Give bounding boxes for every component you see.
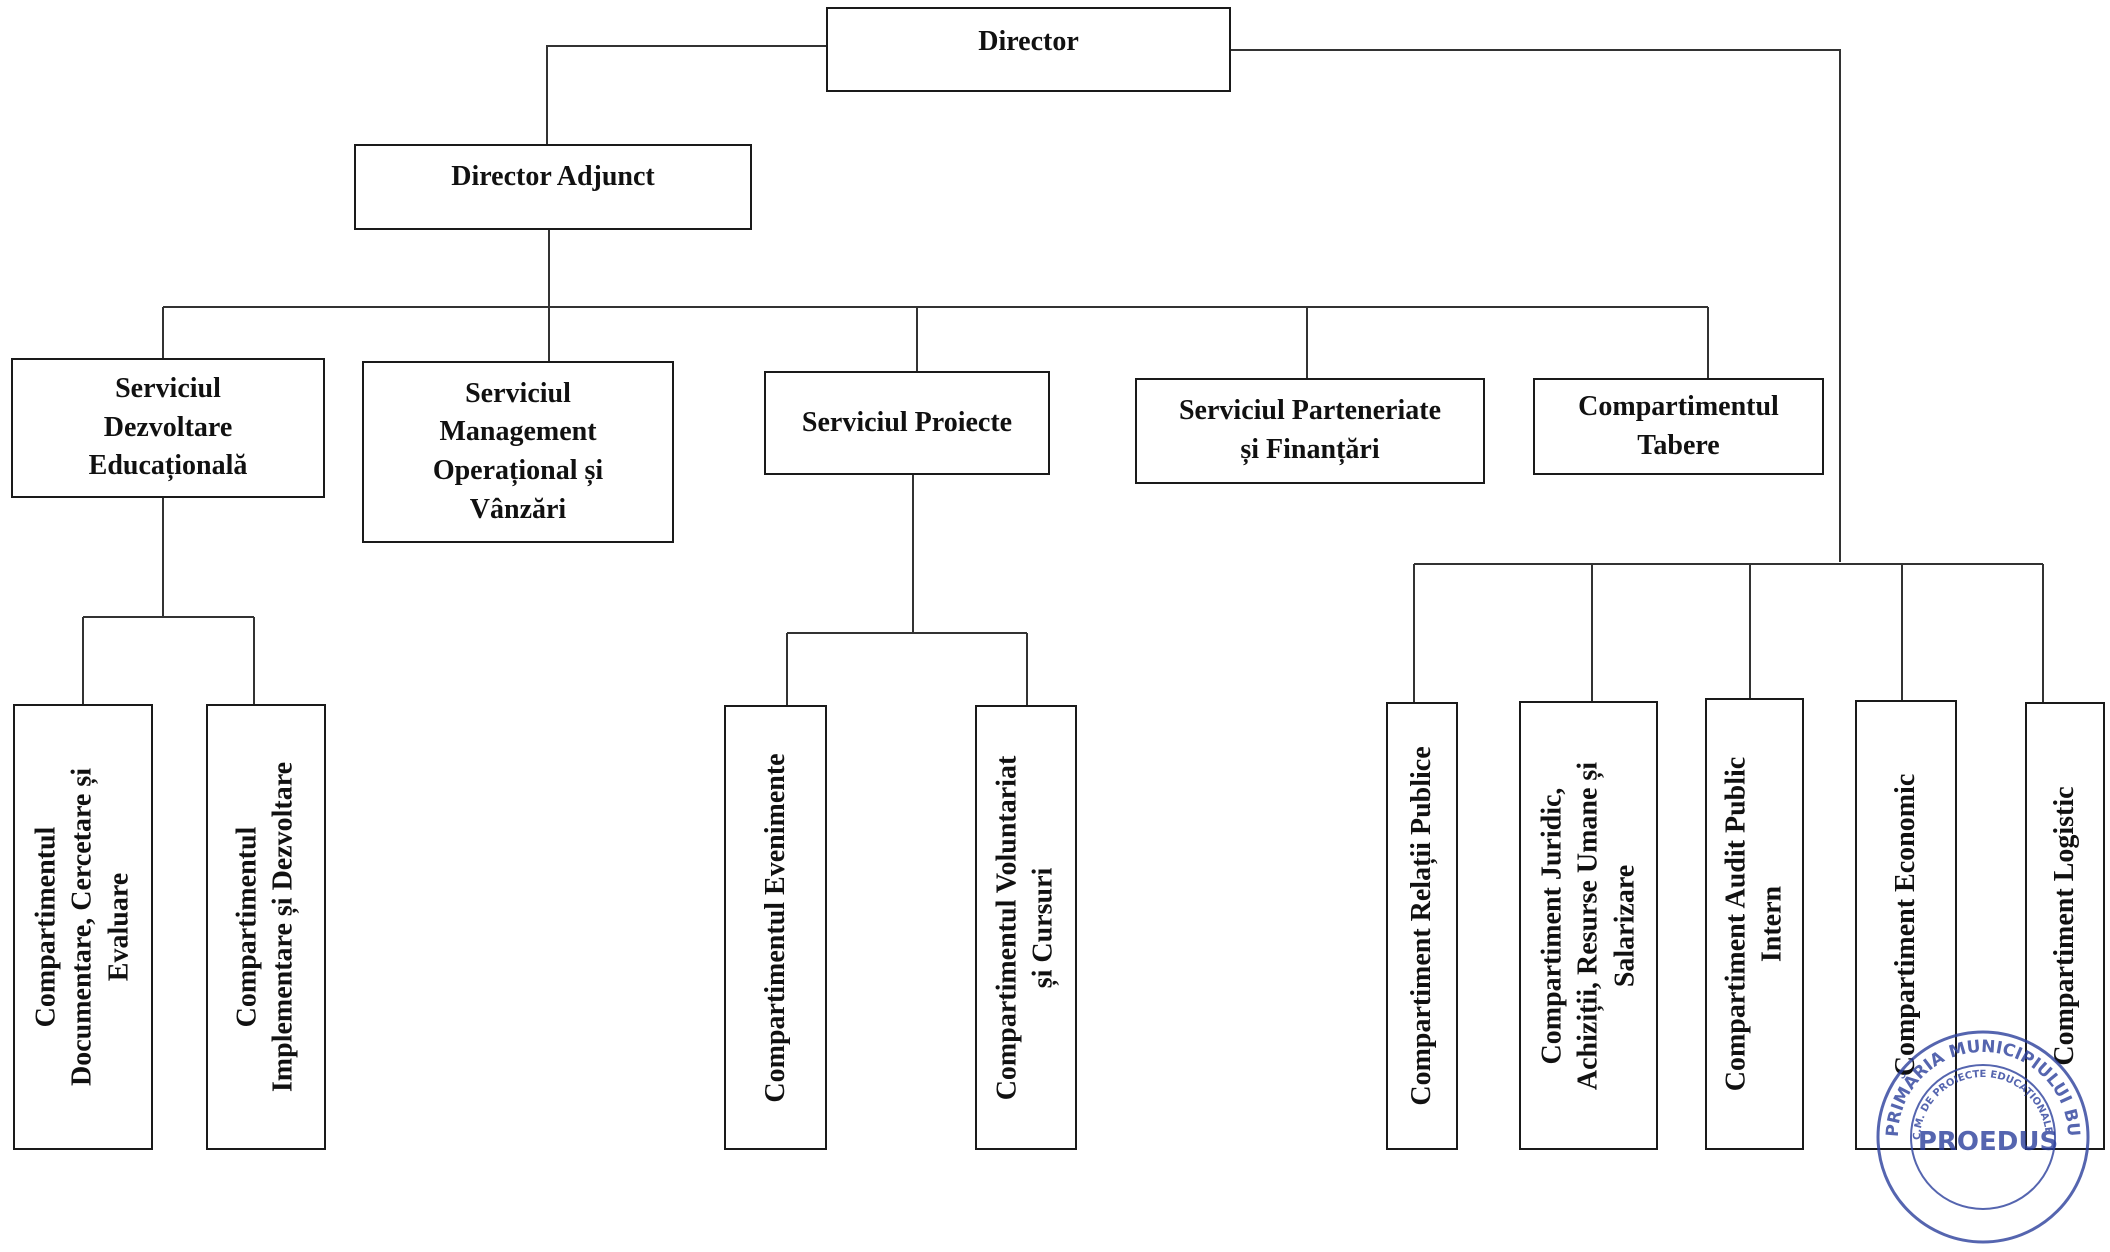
compartment-audit-box: Compartiment Audit Public Intern — [1705, 698, 1804, 1150]
director-label: Director — [978, 26, 1079, 57]
service-management-box: Serviciul Management Operațional și Vânz… — [362, 361, 674, 543]
deputy-director-box: Director Adjunct — [354, 144, 752, 230]
svg-text:PROEDUS: PROEDUS — [1918, 1127, 2058, 1157]
org-chart-connectors — [82, 45, 2044, 705]
compartment-audit-label: Compartiment Audit Public Intern — [1720, 756, 1788, 1092]
compartment-relatii-box: Compartiment Relații Publice — [1386, 702, 1458, 1150]
compartment-juridic-box: Compartiment Juridic, Achiziții, Resurse… — [1519, 701, 1658, 1150]
compartment-tabere-label: Compartimentul Tabere — [1578, 390, 1779, 461]
service-parteneriate-label: Serviciul Parteneriate și Finanțări — [1178, 395, 1441, 465]
director-box: Director — [826, 7, 1231, 92]
service-dezvoltare-box: Serviciul Dezvoltare Educațională — [11, 358, 325, 498]
compartment-documentare-box: Compartimentul Documentare, Cercetare și… — [13, 704, 153, 1150]
service-management-label: Serviciul Management Operațional și Vânz… — [432, 377, 604, 525]
deputy-director-label: Director Adjunct — [451, 161, 655, 192]
compartment-documentare-label: Compartimentul Documentare, Cercetare și… — [30, 768, 135, 1086]
service-proiecte-label: Serviciul Proiecte — [801, 406, 1013, 438]
compartment-evenimente-box: Compartimentul Evenimente — [724, 705, 827, 1150]
compartment-voluntariat-box: Compartimentul Voluntariat și Cursuri — [975, 705, 1077, 1150]
service-dezvoltare-label: Serviciul Dezvoltare Educațională — [88, 373, 248, 482]
compartment-economic-box: Compartiment Economic — [1855, 700, 1957, 1150]
service-proiecte-box: Serviciul Proiecte — [764, 371, 1050, 475]
compartment-juridic-label: Compartiment Juridic, Achiziții, Resurse… — [1535, 761, 1640, 1090]
compartment-evenimente-label: Compartimentul Evenimente — [759, 752, 791, 1103]
compartment-logistic-box: Compartiment Logistic — [2025, 702, 2105, 1150]
compartment-tabere-box: Compartimentul Tabere — [1533, 378, 1824, 475]
official-stamp: PRIMĂRIA MUNICIPIULUI BUCUREȘTI C.M. DE … — [1868, 1022, 2090, 1244]
compartment-implementare-label: Compartimentul Implementare și Dezvoltar… — [231, 761, 299, 1093]
compartment-voluntariat-label: Compartimentul Voluntariat și Cursuri — [991, 755, 1059, 1100]
compartment-relatii-label: Compartiment Relații Publice — [1405, 746, 1437, 1106]
service-parteneriate-box: Serviciul Parteneriate și Finanțări — [1135, 378, 1485, 484]
compartment-implementare-box: Compartimentul Implementare și Dezvoltar… — [206, 704, 326, 1150]
